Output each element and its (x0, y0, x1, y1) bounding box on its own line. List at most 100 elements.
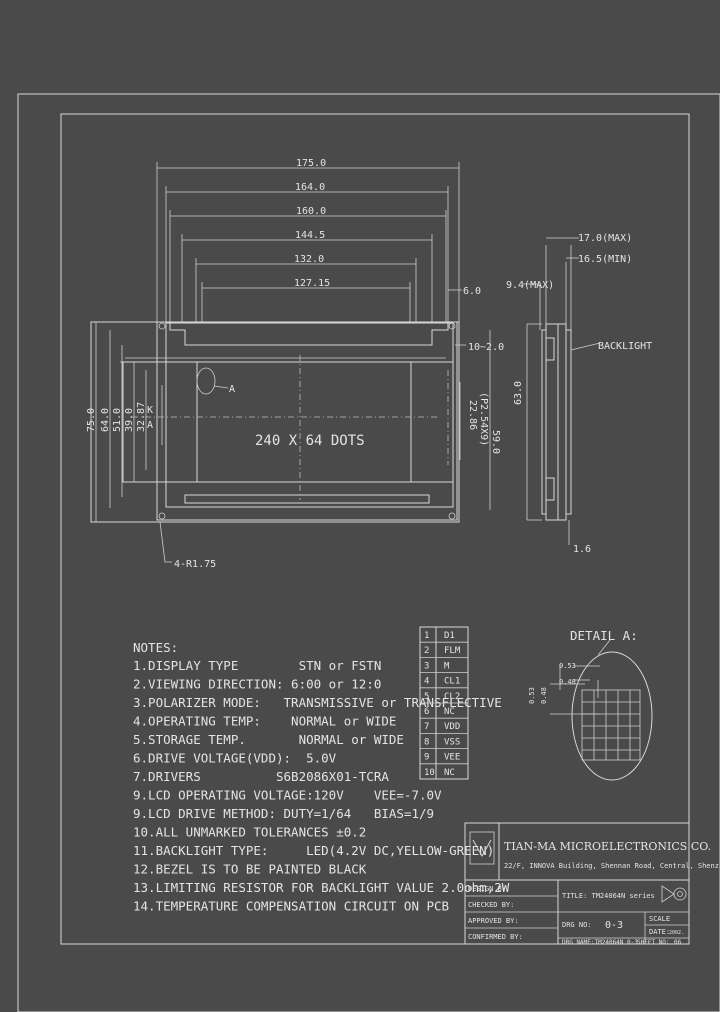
detail-title: DETAIL A: (570, 628, 638, 643)
note-line: 1.DISPLAY TYPE STN or FSTN (133, 658, 381, 673)
note-line: 6.DRIVE VOLTAGE(VDD): 5.0V (133, 751, 337, 766)
pitch-dims: 22.86 (P2.54X9) 59.0 (459, 330, 501, 510)
dim-pitch-2: (P2.54X9) (478, 392, 489, 446)
detail-dim-1: 0.53 (559, 662, 576, 670)
date-label: DATE: (649, 928, 670, 936)
company-logo (469, 831, 495, 865)
note-line: 9.LCD DRIVE METHOD: DUTY=1/64 BIAS=1/9 (133, 806, 434, 821)
detail-dim-3: 0.53 (528, 687, 536, 704)
side-dim-min: 16.5(MIN) (578, 254, 632, 265)
module-frame (156, 321, 458, 521)
pin-number: 8 (424, 737, 429, 747)
pin-number: 9 (424, 753, 429, 763)
dim-left-4: 39.0 (124, 408, 135, 432)
callout-a: A (229, 384, 235, 395)
outer-border (17, 93, 720, 1012)
note-line: 14.TEMPERATURE COMPENSATION CIRCUIT ON P… (133, 899, 449, 914)
pin-number: 4 (424, 677, 429, 687)
pin-name: CL1 (444, 677, 460, 687)
drg-name: DRG NAME:TM24064N 0-3 (562, 939, 638, 946)
pin-name: CL2 (444, 692, 460, 702)
dim-left-1: 75.0 (86, 408, 97, 432)
pin-number: 5 (424, 692, 429, 702)
pin-name: D1 (444, 631, 455, 641)
side-dim-bottom: 1.6 (573, 544, 591, 555)
checked-by: CHECKED BY: (468, 901, 514, 909)
dim-left-2: 64.0 (100, 408, 111, 432)
viewing-area (122, 361, 454, 483)
pin-number: 2 (424, 646, 429, 656)
approved-by: APPROVED BY: (468, 917, 519, 925)
bezel-outline (165, 322, 454, 508)
dim-top-2: 164.0 (295, 182, 325, 193)
pin-name: VDD (444, 722, 460, 732)
pin-number: 6 (424, 707, 429, 717)
dim-top-6: 127.15 (294, 278, 330, 289)
inner-border (60, 113, 690, 945)
backlight-label: BACKLIGHT (598, 341, 652, 352)
pin-name: VSS (444, 737, 460, 747)
date-value: 2002. (669, 930, 684, 936)
drg-no-value: 0-3 (605, 920, 623, 931)
drawing-title: TITLE: TM24064N series (562, 892, 655, 900)
front-view (90, 321, 460, 523)
side-a-label: A (147, 420, 153, 431)
projection-symbol (661, 885, 675, 903)
dim-left-3: 51.0 (112, 408, 123, 432)
detail-dim-2: 0.48 (559, 678, 576, 686)
pin-name: FLM (444, 646, 461, 656)
note-line: 10.ALL UNMARKED TOLERANCES ±0.2 (133, 825, 366, 840)
dim-pitch-3: 59.0 (490, 430, 501, 454)
note-line: 4.OPERATING TEMP: NORMAL or WIDE (133, 714, 396, 729)
side-dim-max: 17.0(MAX) (578, 233, 632, 244)
company-name: TIAN-MA MICROELECTRONICS CO. (504, 840, 711, 853)
company-address: 22/F, INNOVA Building, Shennan Road, Cen… (504, 862, 720, 870)
dim-right-top: 6.0 (463, 286, 481, 297)
scale-label: SCALE (649, 915, 670, 923)
detail-a-view (550, 639, 653, 781)
design-by: DESIGN BY: (468, 885, 510, 893)
note-line: 2.VIEWING DIRECTION: 6:00 or 12:0 (133, 677, 381, 692)
dim-top-5: 132.0 (294, 254, 324, 265)
corner-radius-label: 4-R1.75 (174, 559, 216, 570)
note-line: 3.POLARIZER MODE: TRANSMISSIVE or TRANSF… (133, 695, 502, 710)
pin-name: NC (444, 768, 455, 778)
drg-no-label: DRG NO: (562, 921, 592, 929)
note-line: 11.BACKLIGHT TYPE: LED(4.2V DC,YELLOW-GR… (133, 843, 494, 858)
sheet-no-label: SHEET NO: (637, 939, 670, 946)
pin-name: NC (444, 707, 455, 717)
pin-number: 10 (424, 768, 435, 778)
side-k-label: K (147, 405, 153, 416)
note-line: 7.DRIVERS S6B2086X01-TCRA (133, 769, 389, 784)
title-block (464, 822, 690, 945)
dim-top-4: 144.5 (295, 230, 325, 241)
confirmed-by: CONFIRMED BY: (468, 933, 523, 941)
pin-number: 7 (424, 722, 429, 732)
pin-name: VEE (444, 753, 460, 763)
dim-top-3: 160.0 (296, 206, 326, 217)
note-line: 12.BEZEL IS TO BE PAINTED BLACK (133, 862, 367, 877)
top-dimensions: 175.0 164.0 160.0 144.5 132.0 127.15 (156, 158, 460, 322)
dots-label: 240 X 64 DOTS (255, 433, 365, 449)
dim-pitch-1: 22.86 (467, 400, 478, 430)
active-area (196, 361, 412, 483)
side-dim-left: 9.4(MAX) (506, 280, 554, 291)
side-view (523, 237, 601, 545)
dim-top-1: 175.0 (296, 158, 326, 169)
pin-name: M (444, 661, 450, 671)
note-line: 13.LIMITING RESISTOR FOR BACKLIGHT VALUE… (133, 880, 510, 895)
dim-right-mid: 10~2.0 (468, 342, 504, 353)
dim-left-5: 32.87 (136, 402, 147, 432)
notes-heading: NOTES: (133, 640, 178, 655)
notes-list: 1.DISPLAY TYPE STN or FSTN 2.VIEWING DIRE… (133, 658, 510, 914)
sheet-no-value: 06 (674, 939, 682, 946)
pin-number: 1 (424, 631, 429, 641)
detail-dim-4: 0.48 (540, 687, 548, 704)
note-line: 5.STORAGE TEMP. NORMAL or WIDE (133, 732, 404, 747)
pin-number: 3 (424, 661, 429, 671)
note-line: 9.LCD OPERATING VOLTAGE:120V VEE=-7.0V (133, 788, 442, 803)
side-dim-height: 63.0 (513, 381, 524, 405)
